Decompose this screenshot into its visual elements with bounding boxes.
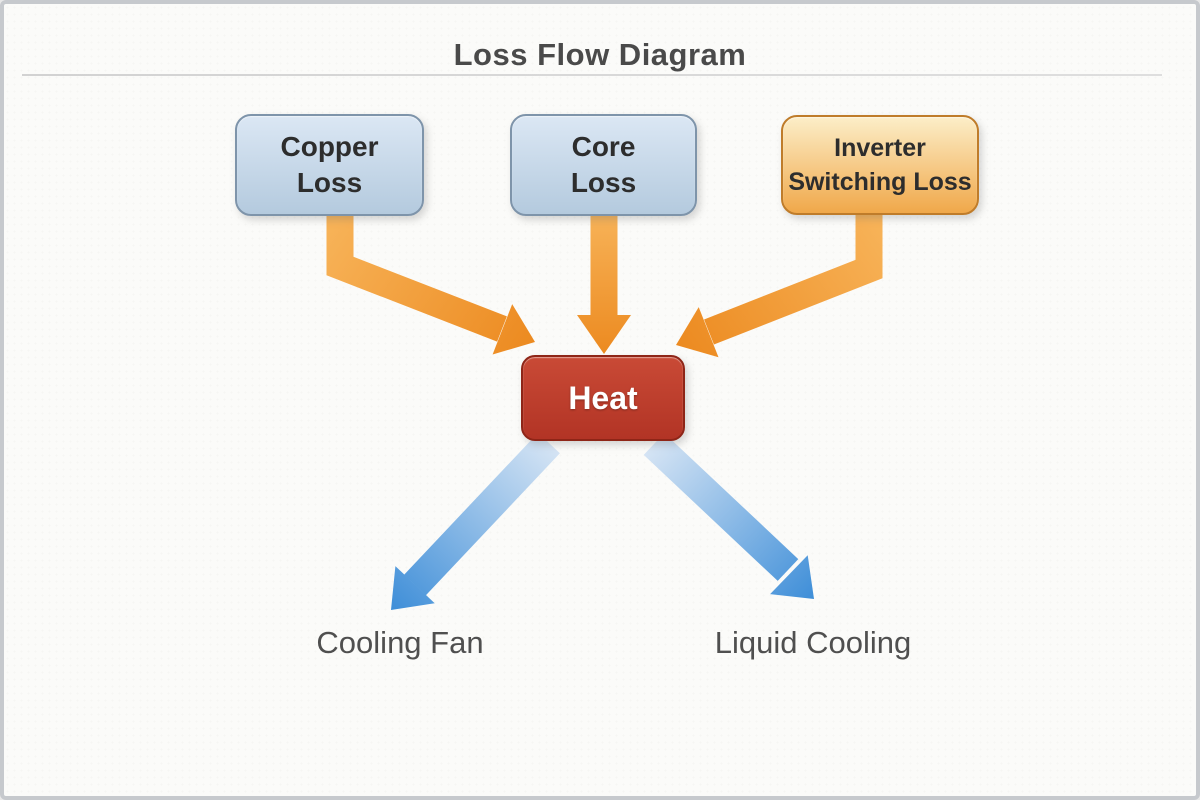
node-inverter-line1: Inverter — [834, 134, 926, 162]
label-cooling-fan: Cooling Fan — [316, 625, 484, 660]
arrow-heat-to-cooling-fan — [391, 432, 560, 610]
node-heat-label: Heat — [568, 379, 638, 416]
arrow-core-to-heat — [577, 216, 631, 354]
title-divider — [22, 74, 1162, 76]
flow-arrows — [326, 215, 883, 610]
node-copper-loss-line2: Loss — [296, 167, 363, 198]
arrow-copper-to-heat — [326, 216, 535, 355]
node-inverter-line2: Switching Loss — [788, 168, 972, 196]
node-heat: Heat — [521, 355, 685, 441]
arrow-inverter-to-heat — [676, 215, 883, 358]
arrow-heat-to-liquid-cooling — [643, 433, 814, 599]
diagram-title: Loss Flow Diagram — [453, 37, 747, 72]
node-core-loss-line1: Core — [571, 131, 636, 162]
node-copper-loss: Copper Loss — [235, 114, 424, 216]
node-core-loss-line2: Loss — [570, 167, 637, 198]
node-copper-loss-line1: Copper — [280, 131, 379, 162]
node-core-loss: Core Loss — [510, 114, 697, 216]
label-liquid-cooling: Liquid Cooling — [714, 625, 912, 660]
node-inverter-switching-loss: Inverter Switching Loss — [781, 115, 979, 215]
